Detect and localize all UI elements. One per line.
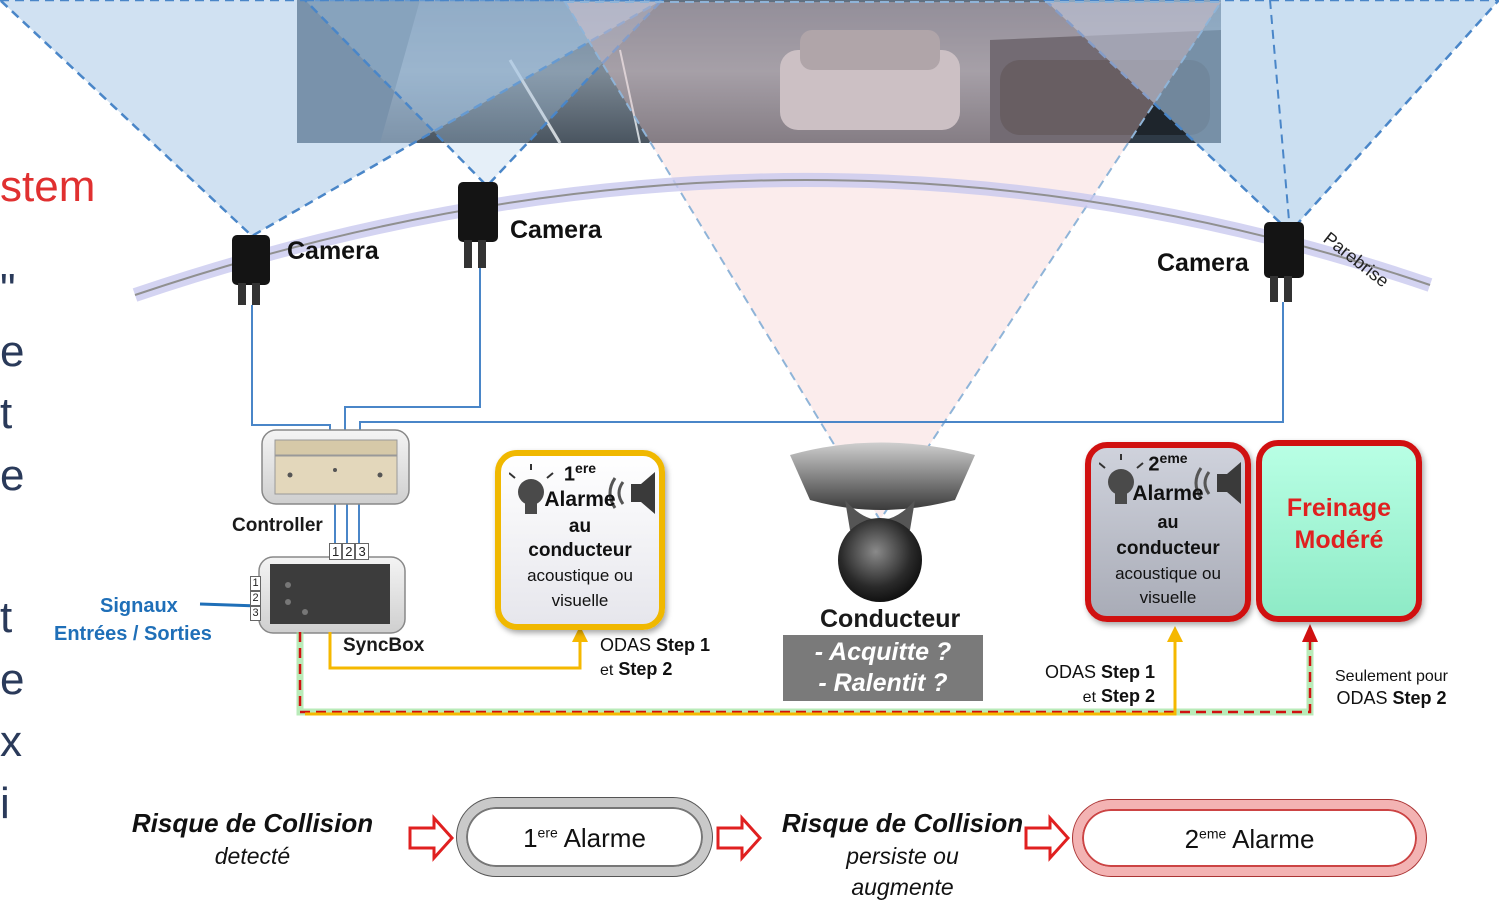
port-label: 2 (342, 543, 356, 560)
signals-label: Signaux (100, 595, 178, 617)
alarm2-line5: visuelle (1139, 588, 1197, 607)
alarm2-title: Alarme (1132, 482, 1204, 505)
flow-alarm1-pill: 1ere Alarme (457, 798, 712, 876)
alarm1-line3: conducteur (528, 540, 632, 561)
body-text-fragment: e (0, 655, 25, 704)
alarm-icon-group (1099, 454, 1241, 504)
alarm2-ordinal: 2eme (1148, 450, 1188, 476)
odas-label-2: ODAS Step 1 et Step 2 (1045, 662, 1156, 706)
braking-line2: Modéré (1294, 526, 1384, 554)
flow-risk2-sub2: augmente (851, 874, 954, 900)
driver-illustration (790, 442, 975, 602)
port-label: 1 (329, 543, 343, 560)
port-label: 3 (355, 543, 369, 560)
body-text-fragment: " (0, 265, 16, 314)
body-text-fragment: e (0, 327, 25, 376)
camera-label-center: Camera (510, 216, 602, 244)
syncbox-label: SyncBox (343, 635, 425, 656)
camera-icon (1264, 222, 1304, 302)
body-text-fragment: i (0, 779, 10, 828)
controller-device (261, 429, 410, 505)
alarm1-line4: acoustique ou (527, 566, 633, 585)
driver-question-slow: - Ralentit ? (818, 669, 948, 697)
odas-label-3: Seulement pour ODAS Step 2 (1335, 668, 1448, 708)
alarm1-ordinal: 1ere (563, 460, 597, 486)
driver-question-acknowledge: - Acquitte ? (814, 638, 952, 666)
controller-label: Controller (232, 515, 323, 536)
alarm-path-lines (296, 632, 1314, 716)
flow-arrow-icon (408, 814, 1071, 862)
flow-risk1: Risque de Collision detecté (110, 808, 395, 870)
braking-line1: Freinage (1286, 494, 1392, 522)
lightbulb-icon (1099, 454, 1144, 504)
speaker-icon (1194, 462, 1241, 504)
alarm1-title: Alarme (544, 488, 616, 511)
odas-label-1: ODAS Step 1 et Step 2 (600, 635, 711, 679)
body-text-fragment: e (0, 451, 25, 500)
flow-risk2: Risque de Collision persiste ou augmente (760, 808, 1045, 901)
side-port-label: 1 (250, 576, 261, 591)
side-port-label: 3 (250, 606, 261, 621)
side-port-label: 2 (250, 591, 261, 606)
camera-icon (458, 182, 498, 268)
alarm2-line3: conducteur (1116, 538, 1220, 559)
body-text-fragment: t (0, 593, 13, 642)
alarm-icon-group (509, 464, 655, 514)
camera-label-right: Camera (1157, 249, 1249, 277)
lightbulb-icon (509, 464, 554, 514)
braking-box: Freinage Modéré (1256, 440, 1422, 622)
flow-risk1-sub: detecté (214, 843, 291, 869)
syncbox-side-ports: 1 2 3 (250, 576, 261, 621)
speaker-icon (608, 472, 655, 514)
driver-label: Conducteur (820, 605, 961, 633)
alarm2-box: 2eme Alarme au conducteur acoustique ou … (1085, 442, 1251, 622)
driver-questions: - Acquitte ? - Ralentit ? (783, 635, 983, 701)
syncbox-device (258, 556, 406, 634)
signals-io-label: Entrées / Sorties (54, 623, 212, 645)
signals-line (199, 602, 259, 608)
flow-risk1-title: Risque de Collision (131, 808, 374, 838)
section-title-fragment: stem (0, 162, 96, 211)
camera-label-left: Camera (287, 237, 379, 265)
flow-alarm2-pill: 2eme Alarme (1073, 800, 1426, 876)
alarm2-line4: acoustique ou (1115, 564, 1221, 583)
flow-risk2-sub1: persiste ou (846, 843, 959, 869)
alarm2-line2: au (1157, 512, 1179, 532)
alarm1-box: 1ere Alarme au conducteur acoustique ou … (495, 450, 665, 630)
alarm1-line5: visuelle (551, 591, 609, 610)
camera-icon (232, 235, 270, 305)
alarm1-line2: au (568, 516, 592, 537)
flow-risk2-title: Risque de Collision (781, 808, 1024, 838)
body-text-fragment: t (0, 389, 13, 438)
body-text-fragment: x (0, 717, 22, 766)
